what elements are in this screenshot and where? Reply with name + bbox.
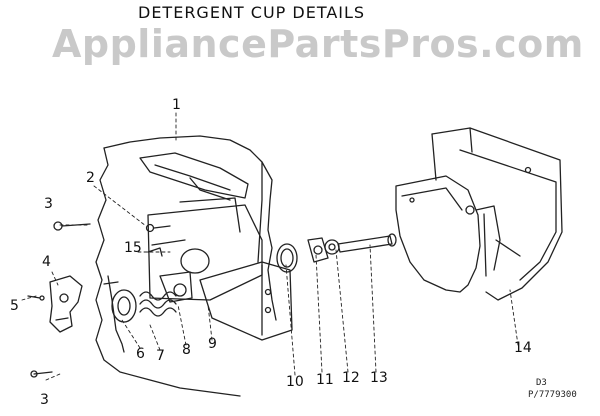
callout-13: 13	[370, 370, 388, 386]
callout-7: 7	[156, 348, 165, 364]
part-3-screw-top	[53, 221, 91, 231]
callout-1: 1	[172, 97, 181, 113]
callout-9: 9	[208, 336, 217, 352]
part-10-gasket	[276, 243, 298, 273]
part-7-knob	[111, 289, 137, 323]
callout-3-top: 3	[44, 196, 53, 212]
callout-11: 11	[316, 372, 334, 388]
part-8-cam	[159, 271, 193, 303]
part-1-housing	[95, 135, 293, 397]
callout-15: 15	[124, 240, 142, 256]
part-3-screw-bottom	[30, 370, 53, 378]
part-6-spring	[103, 275, 125, 353]
drawing-code-line1: D3	[536, 378, 547, 388]
part-5-pin	[27, 295, 45, 301]
callout-3-bottom: 3	[40, 392, 49, 408]
part-11-washer	[307, 237, 329, 263]
part-13-shaft	[337, 233, 397, 253]
callout-12: 12	[342, 370, 360, 386]
part-4-latch-lever	[49, 275, 83, 333]
callout-10: 10	[286, 374, 304, 390]
callout-14: 14	[514, 340, 532, 356]
part-8-coil-spring	[139, 291, 177, 317]
leader-lines	[21, 112, 519, 381]
callout-8: 8	[182, 342, 191, 358]
callout-6: 6	[136, 346, 145, 362]
callout-2: 2	[86, 170, 95, 186]
watermark-text: AppliancePartsPros.com	[52, 22, 584, 66]
diagram-title: DETERGENT CUP DETAILS	[138, 3, 366, 22]
part-14-cup-cover	[395, 127, 563, 301]
callout-5: 5	[10, 298, 19, 314]
part-2-screw	[145, 223, 171, 233]
drawing-code-line2: P/7779300	[528, 390, 577, 400]
part-12-nut	[324, 239, 340, 255]
callout-4: 4	[42, 254, 51, 270]
part-15-tab	[147, 247, 163, 257]
